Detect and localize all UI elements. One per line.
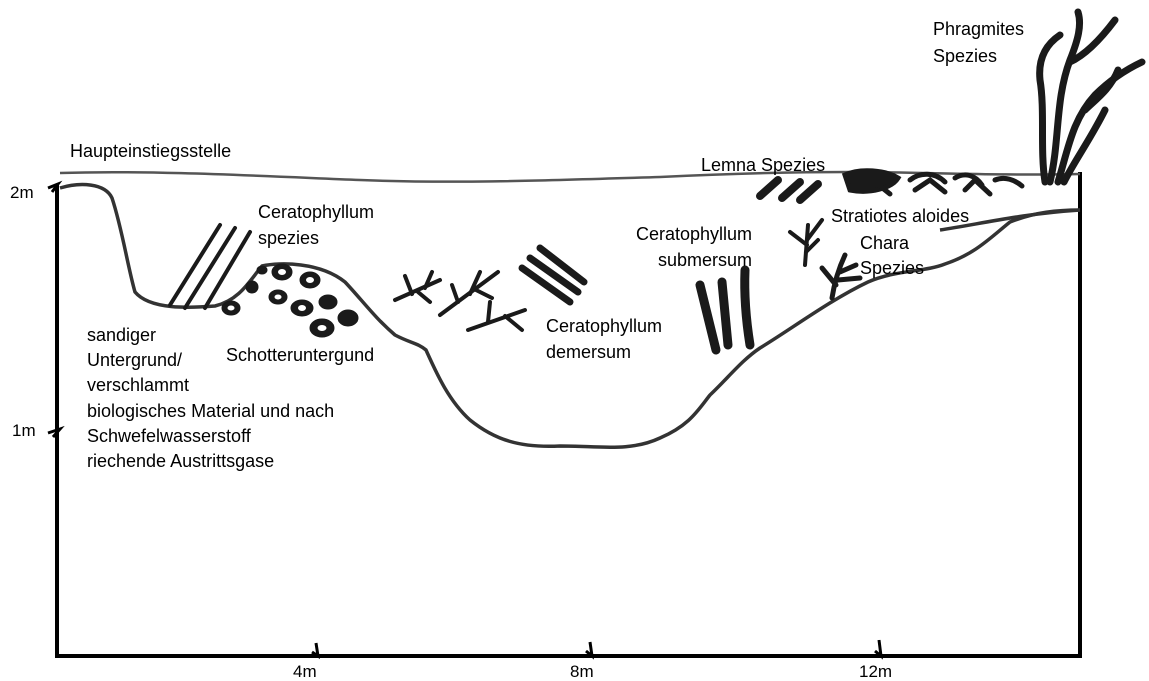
label-sediment-line5: Schwefelwasserstoff — [87, 426, 252, 446]
label-ceratophyllum-submersum-line1: Ceratophyllum — [636, 224, 752, 244]
label-phragmites-line2: Spezies — [933, 46, 997, 66]
tick-mark-8m — [586, 642, 592, 656]
label-sediment-line3: verschlammt — [87, 375, 189, 395]
label-sediment-line2: Untergrund/ — [87, 350, 182, 370]
label-ceratophyllum-submersum-line2: submersum — [658, 250, 752, 270]
ceratophyllum-demersum-icon — [522, 248, 584, 302]
ceratophyllum-branch-icon — [395, 272, 525, 330]
label-ceratophyllum-spezies-line2: spezies — [258, 228, 319, 248]
lemna-icon — [760, 180, 818, 200]
ceratophyllum-sprig-icon — [790, 220, 822, 265]
label-phragmites-line1: Phragmites — [933, 19, 1024, 39]
label-gravel: Schotteruntergund — [226, 345, 374, 365]
depth-tick-label-2m: 2m — [10, 183, 34, 202]
tick-mark-12m — [875, 640, 881, 656]
label-sediment-line6: riechende Austrittsgase — [87, 451, 274, 471]
label-stratiotes: Stratiotes aloides — [831, 206, 969, 226]
distance-tick-label-8m: 8m — [570, 662, 594, 681]
label-chara-line1: Chara — [860, 233, 910, 253]
chara-icon — [822, 255, 860, 298]
label-main-entry: Haupteinstiegsstelle — [70, 141, 231, 161]
label-chara-line2: Spezies — [860, 258, 924, 278]
ceratophyllum-submersum-icon — [700, 270, 750, 350]
label-sediment-line4: biologisches Material und nach — [87, 401, 334, 421]
label-lemna: Lemna Spezies — [701, 155, 825, 175]
label-ceratophyllum-demersum-line2: demersum — [546, 342, 631, 362]
distance-tick-label-4m: 4m — [293, 662, 317, 681]
label-ceratophyllum-demersum-line1: Ceratophyllum — [546, 316, 662, 336]
depth-tick-label-1m: 1m — [12, 421, 36, 440]
distance-tick-label-12m: 12m — [859, 662, 892, 681]
tick-mark-4m — [312, 643, 318, 656]
label-sediment-line1: sandiger — [87, 325, 156, 345]
label-ceratophyllum-spezies-line1: Ceratophyllum — [258, 202, 374, 222]
phragmites-reed-icon — [1040, 12, 1142, 182]
